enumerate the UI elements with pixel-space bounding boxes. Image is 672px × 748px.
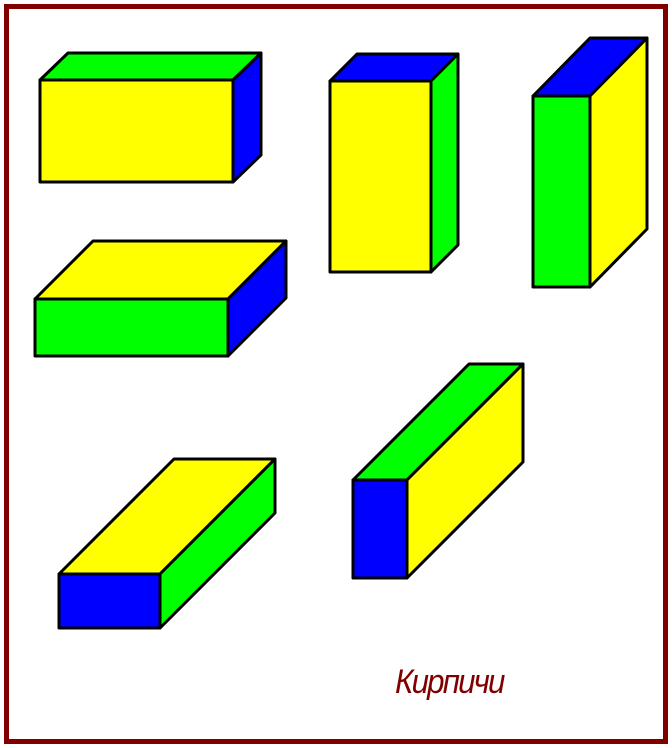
brick-tall-green-side-side-face bbox=[431, 54, 458, 272]
brick-tall-yellow-side-front-face bbox=[533, 96, 590, 287]
brick-long-blue-end-front-face bbox=[59, 574, 160, 628]
brick-long-green-top-front-face bbox=[353, 480, 407, 578]
brick-tall-green-side bbox=[330, 54, 458, 272]
brick-horizontal-blue-end-front-face bbox=[40, 80, 233, 182]
brick-flat-yellow-top-front-face bbox=[35, 299, 228, 356]
brick-tall-green-side-front-face bbox=[330, 81, 431, 272]
caption-text: Кирпичи bbox=[395, 662, 561, 702]
brick-horizontal-blue-end bbox=[40, 53, 261, 182]
brick-horizontal-blue-end-top-face bbox=[40, 53, 261, 80]
